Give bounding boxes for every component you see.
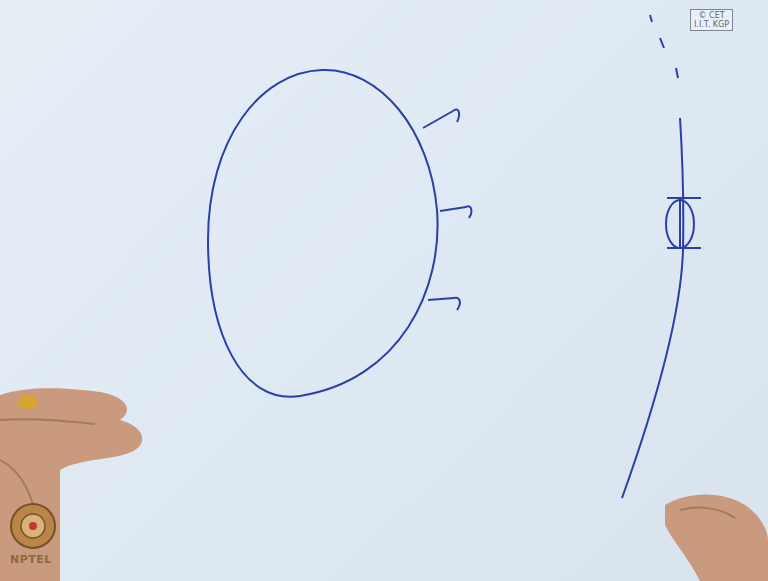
boundary-curve [622, 15, 683, 498]
logo-text: NPTEL [10, 553, 52, 566]
watermark-box: © CETI.I.T. KGP [690, 9, 733, 31]
watermark-text: I.I.T. KGP [694, 20, 729, 29]
hand [0, 388, 142, 581]
small-element [666, 198, 701, 248]
watermark-text: © CET [699, 11, 725, 20]
vector-arrows [423, 109, 471, 310]
hand [665, 494, 768, 581]
logo-emblem [11, 504, 55, 548]
circle-outline [208, 70, 438, 397]
